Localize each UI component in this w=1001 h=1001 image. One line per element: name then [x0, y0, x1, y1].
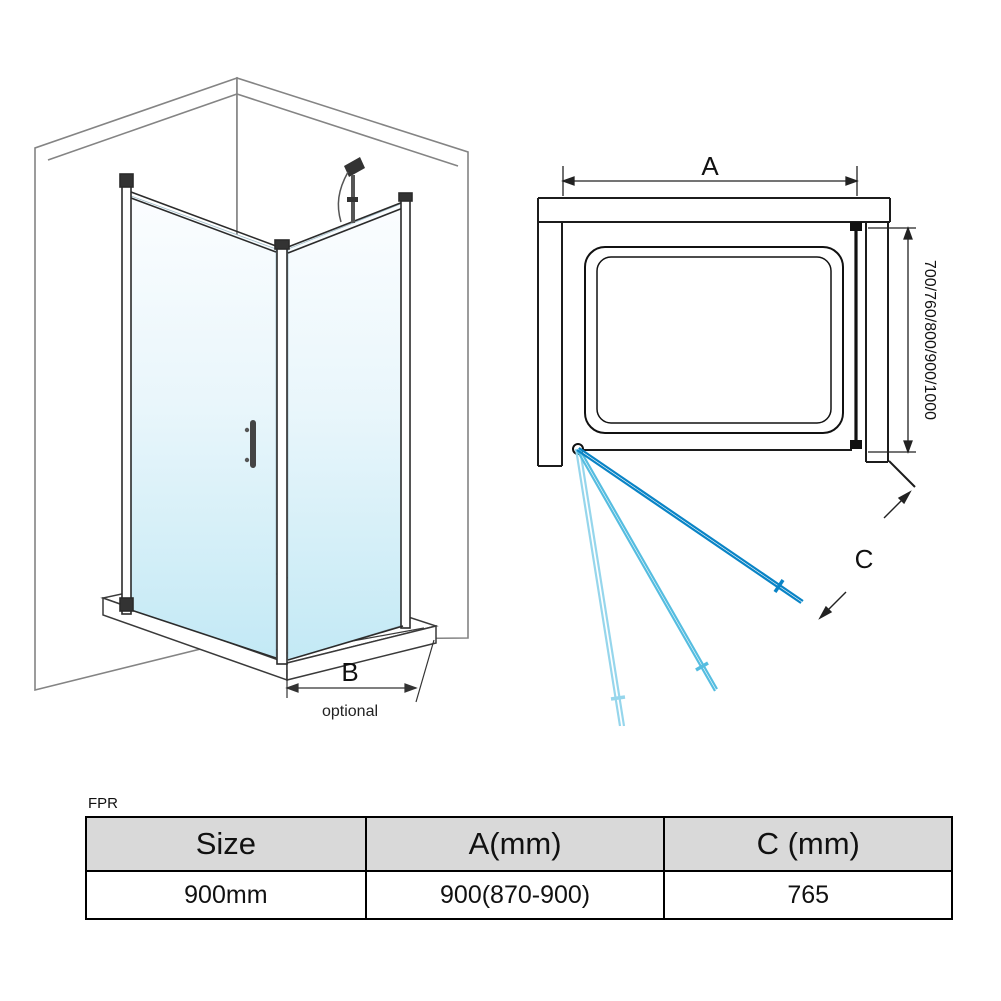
spec-section: FPR Size A(mm) C (mm) 900mm 900(870-900)… [85, 795, 953, 920]
door-bottom-rail [130, 609, 277, 659]
col-header-size: Size [85, 816, 367, 872]
dimension-depth: 700/760/800/900/1000 [868, 226, 938, 454]
top-hinge-block [119, 173, 134, 188]
col-header-a-mm: A(mm) [364, 816, 666, 872]
glass-panels [130, 195, 404, 661]
plan-wall-corner-cut [888, 460, 916, 488]
door-open-position-2 [576, 447, 718, 692]
dim-c-label: C [855, 544, 874, 574]
dim-c-line-lower [826, 591, 847, 612]
shower-technical-drawing: B optional [34, 76, 938, 727]
side-top-rail [287, 201, 404, 254]
frame-profiles [119, 173, 413, 665]
dim-b-extension-right [415, 639, 435, 703]
side-bottom-rail [287, 625, 404, 661]
plan-right-wall [865, 222, 889, 463]
shower-3d-view: B optional [34, 76, 469, 720]
col-header-c-mm: C (mm) [663, 816, 953, 872]
dim-depth-arrow-top [903, 226, 913, 240]
cell-a-mm: 900(870-900) [364, 870, 666, 920]
dim-c-arrow-lower [818, 605, 833, 620]
door-handle [244, 420, 256, 468]
wall-post [400, 197, 411, 629]
dim-depth-arrow-bottom [903, 440, 913, 454]
door-swing-positions [574, 447, 804, 727]
plan-top-wall [537, 197, 891, 223]
plan-tray [584, 246, 844, 434]
plan-walls [537, 197, 916, 488]
dim-b-note: optional [322, 703, 378, 720]
side-panel-glass [287, 202, 404, 661]
dim-b-arrow-left [285, 683, 299, 693]
wall-top-edge-left [47, 93, 238, 161]
plan-view: A 700/760/800/900/1000 C [537, 151, 938, 727]
center-post-bracket [274, 239, 290, 250]
spec-table-row: 900mm 900(870-900) 765 [85, 870, 953, 920]
dim-a-label: A [701, 151, 719, 181]
door-top-rail [130, 191, 277, 253]
bottom-hinge-block [119, 597, 134, 612]
spec-table: Size A(mm) C (mm) 900mm 900(870-900) 765 [85, 816, 953, 920]
table-caption: FPR [88, 795, 118, 812]
dimension-c: C [818, 490, 912, 620]
depth-options-label: 700/760/800/900/1000 [921, 260, 938, 420]
shower-head-icon [337, 157, 365, 223]
door-open-position-1 [576, 447, 804, 604]
wall-top-edge-right [236, 93, 459, 167]
dim-c-line-upper [883, 498, 904, 519]
plan-side-glass [850, 222, 862, 449]
dim-a-arrow-left [561, 176, 575, 186]
wall-post-bracket [398, 192, 413, 202]
dim-b-label: B [341, 657, 358, 687]
dim-a-arrow-right [845, 176, 859, 186]
dim-b-arrow-right [404, 683, 418, 693]
dimension-a: A [561, 151, 859, 196]
center-post [276, 245, 288, 665]
spec-table-header-row: Size A(mm) C (mm) [85, 816, 953, 872]
dim-c-arrow-upper [897, 490, 912, 505]
plan-left-wall [537, 222, 563, 467]
door-hinge-post [121, 185, 132, 615]
dimension-b: B optional [285, 639, 435, 720]
door-open-position-3 [574, 448, 626, 727]
cell-c-mm: 765 [663, 870, 953, 920]
cell-size: 900mm [85, 870, 367, 920]
